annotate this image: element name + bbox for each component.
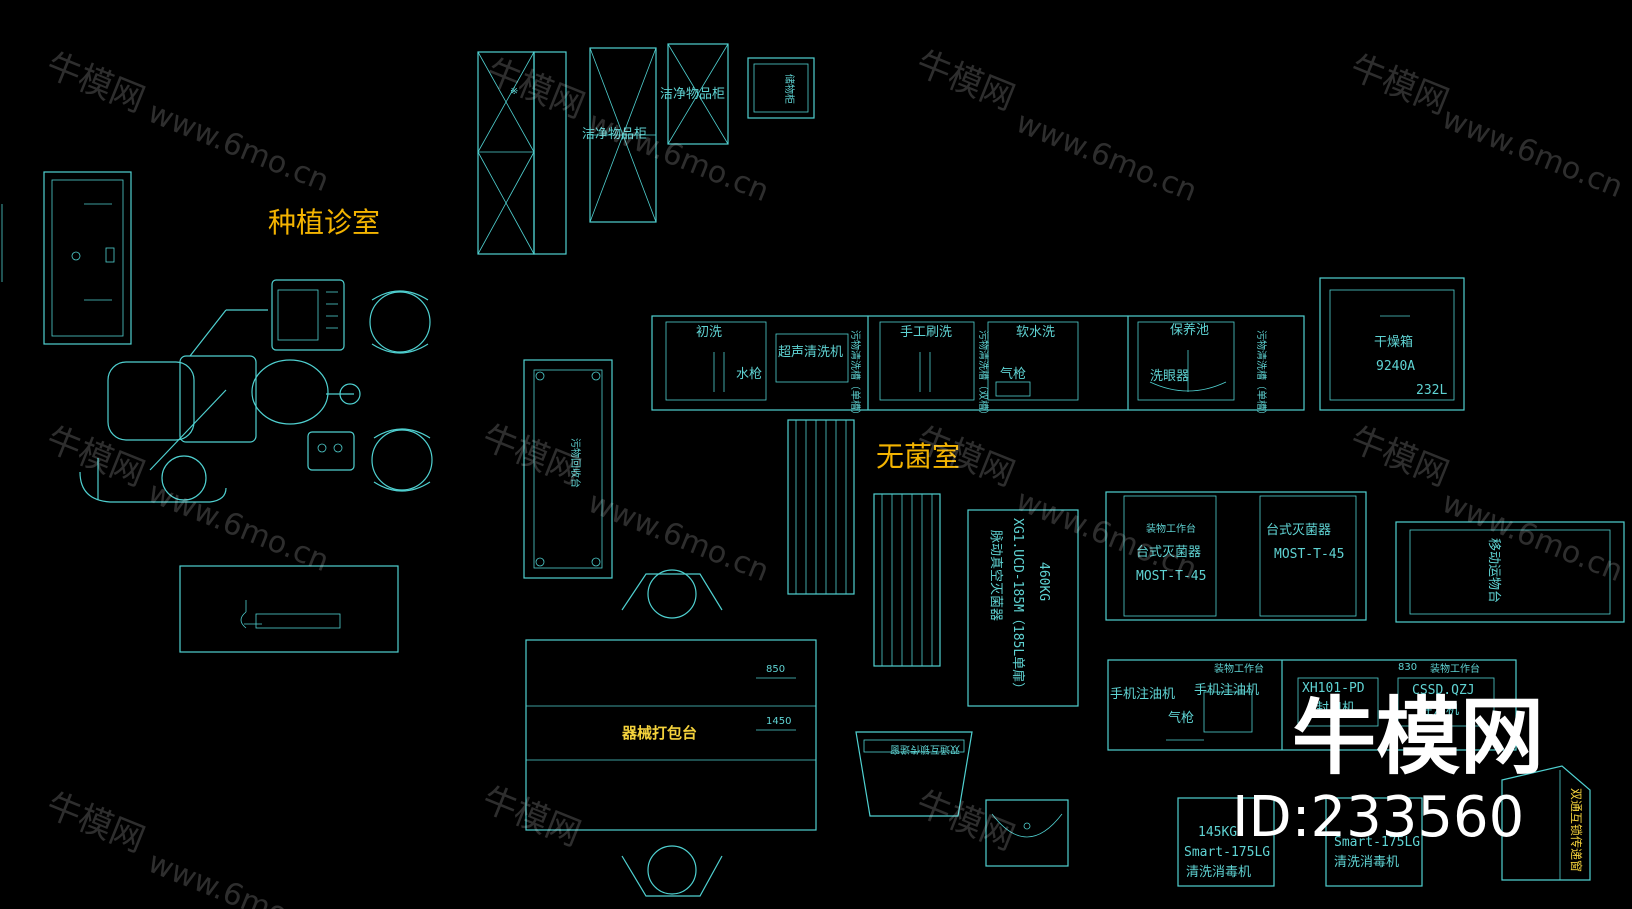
vacuum-sterilizer	[967, 509, 1079, 707]
dirty-receiving-table	[523, 359, 613, 579]
watermark-brand-7: 牛模网	[911, 419, 1021, 494]
door-2	[873, 493, 941, 667]
dim-label-a: 850	[766, 664, 785, 675]
watermark-brand-9: 牛模网	[41, 785, 151, 860]
packing-table	[525, 639, 817, 831]
bench-work-1-label: 装物工作台	[1146, 522, 1196, 535]
dryer-title: 干燥箱	[1374, 334, 1413, 350]
washer-disinfector-1	[1177, 797, 1275, 887]
watermark-url-3: www.6mo.cn	[1011, 105, 1202, 209]
pass-window-1-label: 双通互锁传递窗	[890, 743, 960, 756]
tabletop-model-2: MOST-T-45	[1274, 547, 1344, 562]
watermark-url-8: www.6mo.cn	[1437, 485, 1628, 589]
watermark-brand-3: 牛模网	[911, 43, 1021, 118]
door-1	[787, 419, 855, 595]
brand-logo-text: 牛模网	[1292, 688, 1544, 786]
hand-sink	[985, 799, 1069, 867]
dryer-model: 9240A	[1376, 359, 1415, 374]
packing-table-label: 器械打包台	[621, 724, 697, 742]
clean-cabinet-1	[589, 47, 657, 223]
dirty-sink-1-label: 污物清洗槽（单槽）	[849, 330, 862, 420]
washer-name-2: 清洗消毒机	[1334, 855, 1399, 870]
sealer-model: XH101-PD	[1302, 681, 1365, 696]
watermark-brand-2: 牛模网	[481, 51, 591, 126]
pass-window-2	[1501, 765, 1591, 881]
air-gun-1-label: 气枪	[1000, 366, 1026, 382]
watermark-url-9: www.6mo.cn	[143, 845, 334, 909]
tabletop-model-1: MOST-T-45	[1136, 569, 1206, 584]
watermark-brand-5: 牛模网	[41, 419, 151, 494]
watermark-brand-10: 牛模网	[477, 779, 587, 854]
ultrasonic-label: 超声清洗机	[778, 345, 843, 360]
dirty-sink-2-label: 污物清洗槽（双槽）	[977, 330, 990, 420]
washer-model-1: Smart-175LG	[1184, 845, 1270, 860]
mobile-cart-label: 移动运物台	[1486, 538, 1501, 603]
cabinet-mark: ※	[510, 86, 518, 97]
vacuum-weight: 460KG	[1036, 562, 1051, 601]
dim-label-b: 1450	[766, 716, 791, 727]
watermark-brand-6: 牛模网	[477, 417, 587, 492]
washer-disinfector-2	[1325, 797, 1423, 887]
sealer-label: 封口机	[1316, 701, 1355, 716]
room-label-sterile: 无菌室	[876, 440, 960, 473]
air-gun-2-label: 气枪	[1168, 710, 1194, 726]
watermark-brand-11: 牛模网	[911, 783, 1021, 858]
tall-cabinet-pair	[477, 51, 567, 255]
mobile-cart	[1395, 521, 1625, 623]
watermark-url-4: www.6mo.cn	[1437, 101, 1628, 205]
watermark-brand-8: 牛模网	[1345, 419, 1455, 494]
maintenance-pool-label: 保养池	[1170, 322, 1209, 338]
xray-unit	[179, 565, 399, 653]
worker-top	[621, 569, 723, 619]
dryer-volume: 232L	[1416, 383, 1447, 398]
pass-window-1	[855, 731, 973, 817]
washer-name-1: 清洗消毒机	[1186, 865, 1251, 880]
watermark-url-2: www.6mo.cn	[583, 105, 774, 209]
watermark-url-1: www.6mo.cn	[143, 95, 334, 199]
dim-label-c: 830	[1398, 662, 1417, 673]
washer-weight: 145KG	[1198, 825, 1237, 840]
watermark-brand-1: 牛模网	[41, 45, 151, 120]
tabletop-sterilizer-bench	[1105, 491, 1367, 621]
pass-window-2-label: 双通互锁传递窗	[1569, 788, 1584, 872]
water-gun-label: 水枪	[736, 366, 762, 382]
vacuum-model: XG1.UCD-185M（185L单扉）	[1010, 518, 1026, 695]
storage-cabinet-small	[747, 57, 815, 119]
dryer-box	[1319, 277, 1465, 411]
clean-cabinet-2-label: 洁净物品柜	[660, 87, 725, 102]
worker-bottom	[621, 845, 723, 897]
washing-counter	[651, 315, 1305, 411]
brand-id-text: ID:233560	[1232, 785, 1524, 850]
clean-cabinet-1-label: 洁净物品柜	[582, 127, 647, 142]
watermark-brand-4: 牛模网	[1345, 47, 1455, 122]
room-label-implant: 种植诊室	[268, 206, 380, 239]
handpiece-oil-1-label: 手机注油机	[1110, 687, 1175, 702]
dirty-sink-3-label: 污物清洗槽（单槽）	[1255, 330, 1268, 420]
oil-bench	[1107, 659, 1517, 751]
dirty-receiving-label: 污物回收台	[569, 438, 582, 488]
watermark-url-5: www.6mo.cn	[143, 475, 334, 579]
manual-brush-label: 手工刷洗	[900, 325, 952, 340]
dental-chair-unit	[79, 279, 361, 503]
storage-cabinet-label: 储物柜	[783, 74, 796, 104]
tabletop-sterilizer-2-label: 台式灭菌器	[1266, 523, 1331, 538]
tabletop-sterilizer-1-label: 台式灭菌器	[1136, 545, 1201, 560]
operator-stool-1	[369, 290, 431, 354]
sink-cabinet-left	[43, 171, 132, 345]
bench-work-2-label: 装物工作台	[1214, 662, 1264, 675]
operator-stool-2	[371, 428, 433, 492]
vacuum-sterilizer-label: 脉动真空灭菌器	[988, 530, 1003, 621]
soft-rinse-label: 软水洗	[1016, 325, 1055, 340]
eyewash-label: 洗眼器	[1150, 369, 1189, 384]
washer-model-2: Smart-175LG	[1334, 835, 1420, 850]
cssd-label: CSSD.QZJ	[1412, 683, 1475, 698]
handpiece-oil-2-label: 手机注油机	[1194, 683, 1259, 698]
initial-wash-label: 初洗	[696, 325, 722, 340]
cssd-sub-label: 注油机	[1420, 703, 1459, 718]
bench-work-3-label: 装物工作台	[1430, 662, 1480, 675]
clean-cabinet-2	[667, 43, 729, 145]
